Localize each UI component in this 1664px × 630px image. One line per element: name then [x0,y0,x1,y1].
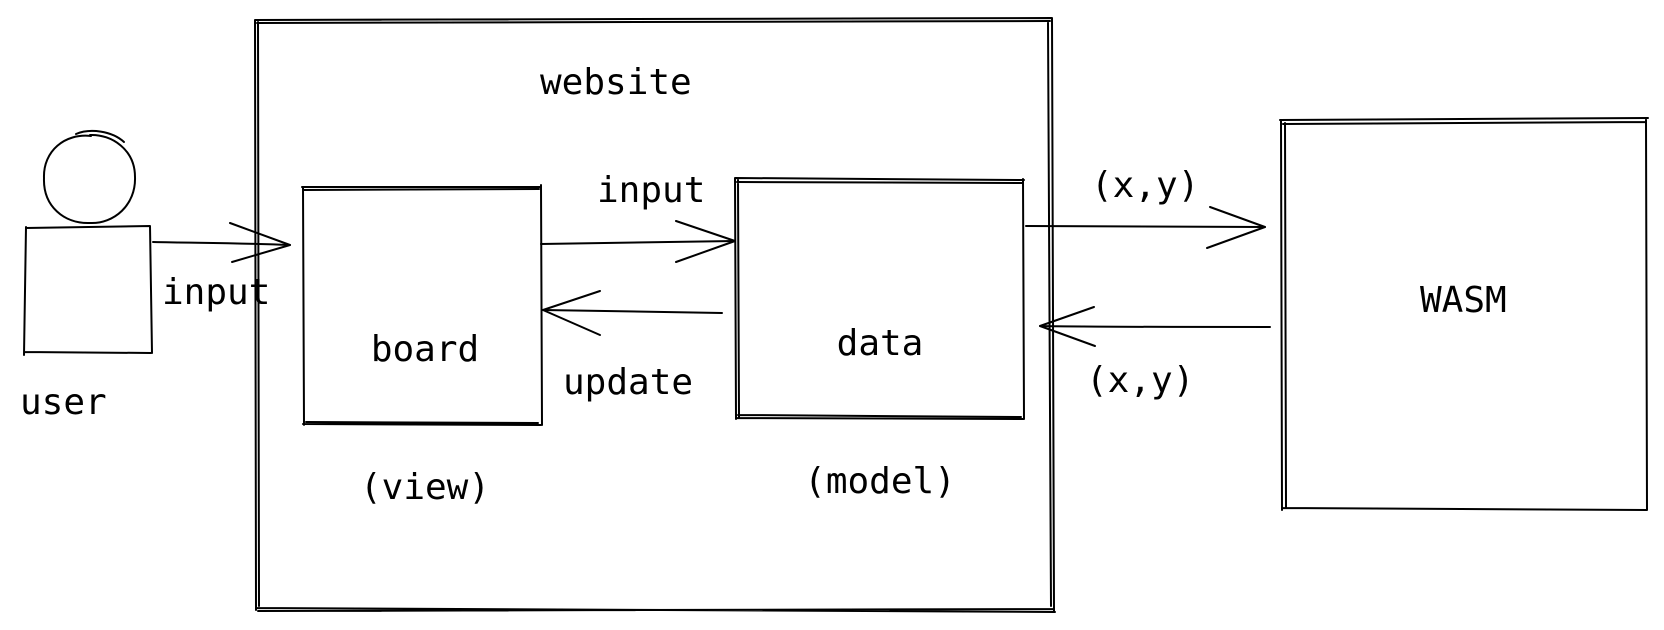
user-actor [23,129,153,356]
arrow-data-to-board [542,290,723,336]
edge-label-user-to-board: input [162,272,271,313]
user-label: user [20,382,107,423]
data-box [734,177,1025,420]
edge-label-data-to-board: update [563,362,694,403]
board-label-line2: (view) [359,467,491,508]
user-head [42,129,137,225]
arrow-board-to-data [540,220,736,263]
board-box [301,184,543,426]
board-label-line1: board [370,329,480,370]
website-box [254,17,1056,613]
edge-label-board-to-data: input [597,170,706,211]
arrow-wasm-to-data [1039,306,1271,347]
wasm-box [1279,117,1649,511]
data-label-line1: data [836,323,924,364]
user-body [23,225,153,356]
board-label: board (view) [330,235,520,603]
data-label: data (model) [770,229,990,597]
wasm-label: WASM [1420,280,1507,321]
edge-label-data-to-wasm: (x,y) [1091,165,1200,206]
arrow-data-to-wasm [1025,206,1266,249]
arrow-user-to-board [152,222,291,263]
data-label-line2: (model) [804,461,956,502]
website-label: website [540,62,692,103]
edge-label-wasm-to-data: (x,y) [1086,360,1195,401]
